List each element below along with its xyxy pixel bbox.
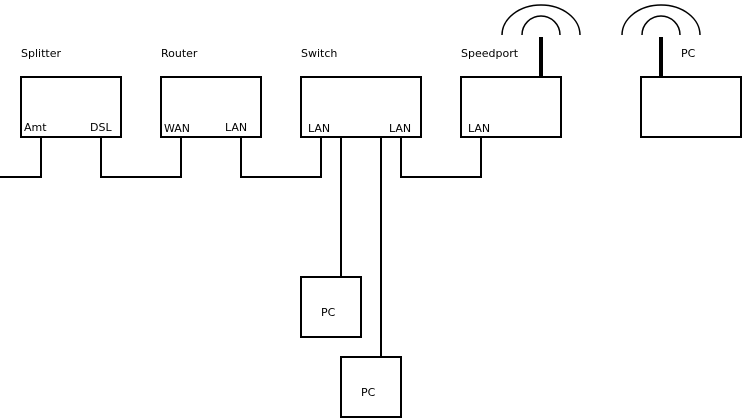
wifi-pc-device: PC — [621, 4, 742, 138]
router-title: Router — [161, 47, 198, 60]
splitter-device: Splitter Amt DSL — [20, 47, 122, 138]
splitter-box — [20, 76, 122, 138]
pc2-device: PC — [340, 356, 402, 418]
pc1-title: PC — [321, 306, 336, 319]
pc2-title: PC — [361, 386, 376, 399]
wire-switch-lan-speedport-lan — [400, 137, 482, 178]
speedport-title: Speedport — [461, 47, 519, 60]
speedport-device: Speedport LAN — [460, 4, 581, 138]
wire-amt-external — [0, 137, 42, 178]
splitter-port-dsl: DSL — [90, 121, 112, 134]
switch-box — [300, 76, 422, 138]
router-device: Router WAN LAN — [160, 47, 262, 138]
switch-port-lan-2: LAN — [389, 122, 411, 135]
speedport-wifi-outer-arc — [501, 4, 581, 36]
wire-router-lan-switch-lan — [240, 137, 322, 178]
router-port-lan: LAN — [225, 121, 247, 134]
switch-title: Switch — [301, 47, 337, 60]
wire-dsl-wan — [100, 137, 182, 178]
wifi-pc-wifi-outer-arc — [621, 4, 701, 36]
switch-device: Switch LAN LAN — [300, 47, 422, 138]
speedport-box — [460, 76, 562, 138]
wifi-pc-title: PC — [681, 47, 696, 60]
speedport-wifi-inner-arc — [521, 15, 561, 36]
splitter-port-amt: Amt — [24, 121, 47, 134]
router-port-wan: WAN — [164, 122, 190, 135]
speedport-port-lan: LAN — [468, 122, 490, 135]
wifi-pc-wifi-inner-arc — [641, 15, 681, 36]
pc2-box — [340, 356, 402, 418]
router-box — [160, 76, 262, 138]
switch-port-lan-1: LAN — [308, 122, 330, 135]
pc1-box — [300, 276, 362, 338]
pc1-device: PC — [300, 276, 362, 338]
wifi-pc-box — [640, 76, 742, 138]
splitter-title: Splitter — [21, 47, 61, 60]
